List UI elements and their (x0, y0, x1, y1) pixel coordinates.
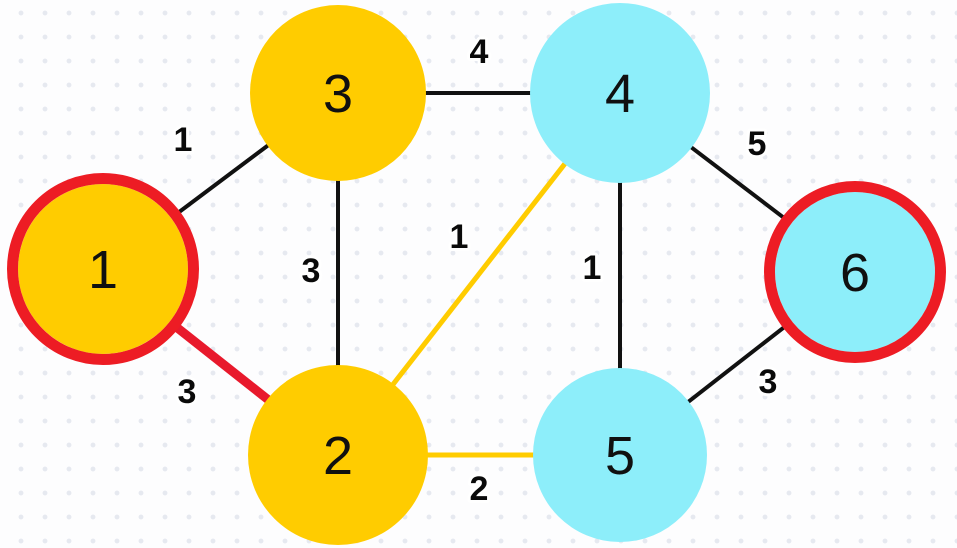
graph-node-2[interactable] (248, 365, 428, 545)
edge-weight-3-2: 3 (302, 252, 321, 290)
graph-node-6-label: 6 (840, 243, 870, 303)
graph-node-1-selection-ring (7, 173, 199, 365)
graph-node-6-selection-ring (764, 181, 946, 363)
graph-node-3[interactable] (250, 5, 426, 181)
edge-weight-halo-5-6: 3 (759, 363, 778, 401)
graph-node-5[interactable] (533, 368, 707, 542)
edge-weight-halo-1-2: 3 (178, 373, 197, 411)
edge-weight-halo-2-4: 1 (450, 218, 469, 256)
edge-weight-1-3: 1 (174, 121, 193, 159)
graph-edge-2-4[interactable] (390, 161, 568, 387)
edge-weight-3-4: 4 (470, 33, 489, 71)
edges-layer (170, 91, 790, 458)
graph-node-2-label: 2 (323, 426, 353, 486)
graph-edge-5-6[interactable] (686, 322, 790, 404)
graph-node-3-label: 3 (323, 64, 353, 124)
edge-weight-halo-2-5: 2 (470, 470, 489, 508)
graph-node-4-label: 4 (605, 64, 635, 124)
edge-weight-2-4: 1 (450, 218, 469, 256)
nodes-layer: 1 2 3 4 5 6 (7, 3, 946, 545)
edge-weight-halo-3-4: 4 (470, 33, 489, 71)
graph-edge-1-3[interactable] (173, 143, 270, 217)
edge-weight-4-5: 1 (583, 249, 602, 287)
edge-weight-5-6: 3 (759, 363, 778, 401)
edge-weight-halo-3-2: 3 (302, 252, 321, 290)
edge-weight-2-5: 2 (470, 470, 489, 508)
edge-weight-1-2: 3 (178, 373, 197, 411)
graph-node-1-label: 1 (88, 240, 118, 300)
graph-node-6[interactable] (775, 192, 935, 352)
graph-node-4[interactable] (530, 3, 710, 183)
graph-edge-1-2[interactable] (170, 321, 272, 404)
graph-node-1[interactable] (18, 184, 188, 354)
edge-weight-halo-4-5: 1 (583, 249, 602, 287)
edge-weight-halo-4-6: 5 (748, 125, 767, 163)
graph-node-5-label: 5 (605, 426, 635, 486)
graph-edge-4-6[interactable] (689, 145, 789, 223)
edge-weight-halo-1-3: 1 (174, 121, 193, 159)
edge-weight-4-6: 5 (748, 125, 767, 163)
